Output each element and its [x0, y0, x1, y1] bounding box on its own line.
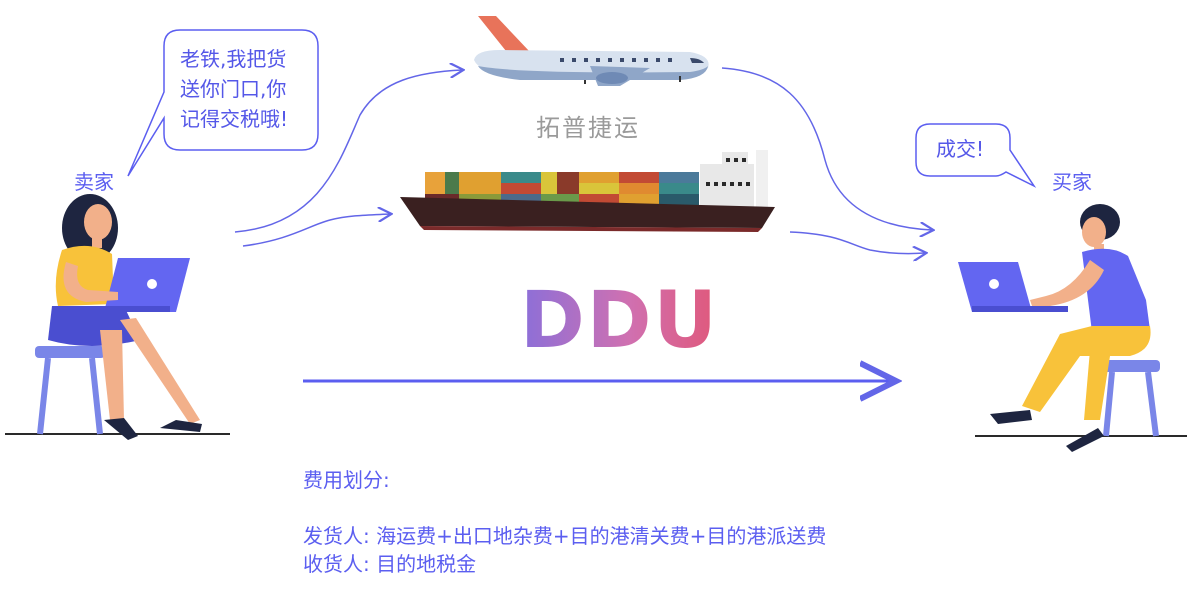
fee-consignee-line: 收货人: 目的地税金 — [303, 552, 477, 576]
fee-allocation-title: 费用划分: — [303, 468, 390, 492]
seller-label: 卖家 — [74, 170, 114, 194]
air-route-arrow-seller — [234, 70, 462, 233]
sea-route-arrow-buyer — [789, 231, 925, 254]
seller-speech-text: 老铁,我把货 送你门口,你 记得交税哦! — [180, 44, 288, 134]
buyer-illustration — [958, 204, 1187, 452]
buyer-speech-bubble — [915, 123, 1037, 188]
container-ship-icon — [400, 150, 775, 232]
air-route-arrow-buyer — [721, 67, 932, 230]
company-name: 拓普捷运 — [536, 114, 640, 142]
sea-route-arrow-seller — [242, 214, 390, 247]
seller-speech-bubble — [127, 29, 319, 177]
buyer-label: 买家 — [1052, 170, 1092, 194]
fee-shipper-line: 发货人: 海运费+出口地杂费+目的港清关费+目的港派送费 — [303, 524, 827, 548]
seller-speech-line-3: 记得交税哦! — [180, 107, 289, 131]
ddu-term-title: DDU — [520, 276, 719, 366]
fee-allocation: 费用划分: 发货人: 海运费+出口地杂费+目的港清关费+目的港派送费 收货人: … — [303, 466, 826, 578]
airplane-icon — [474, 16, 709, 86]
seller-illustration — [5, 194, 230, 440]
seller-speech-line-2: 送你门口,你 — [180, 77, 287, 101]
buyer-speech-text: 成交! — [936, 137, 985, 161]
seller-speech-line-1: 老铁,我把货 — [180, 47, 287, 71]
